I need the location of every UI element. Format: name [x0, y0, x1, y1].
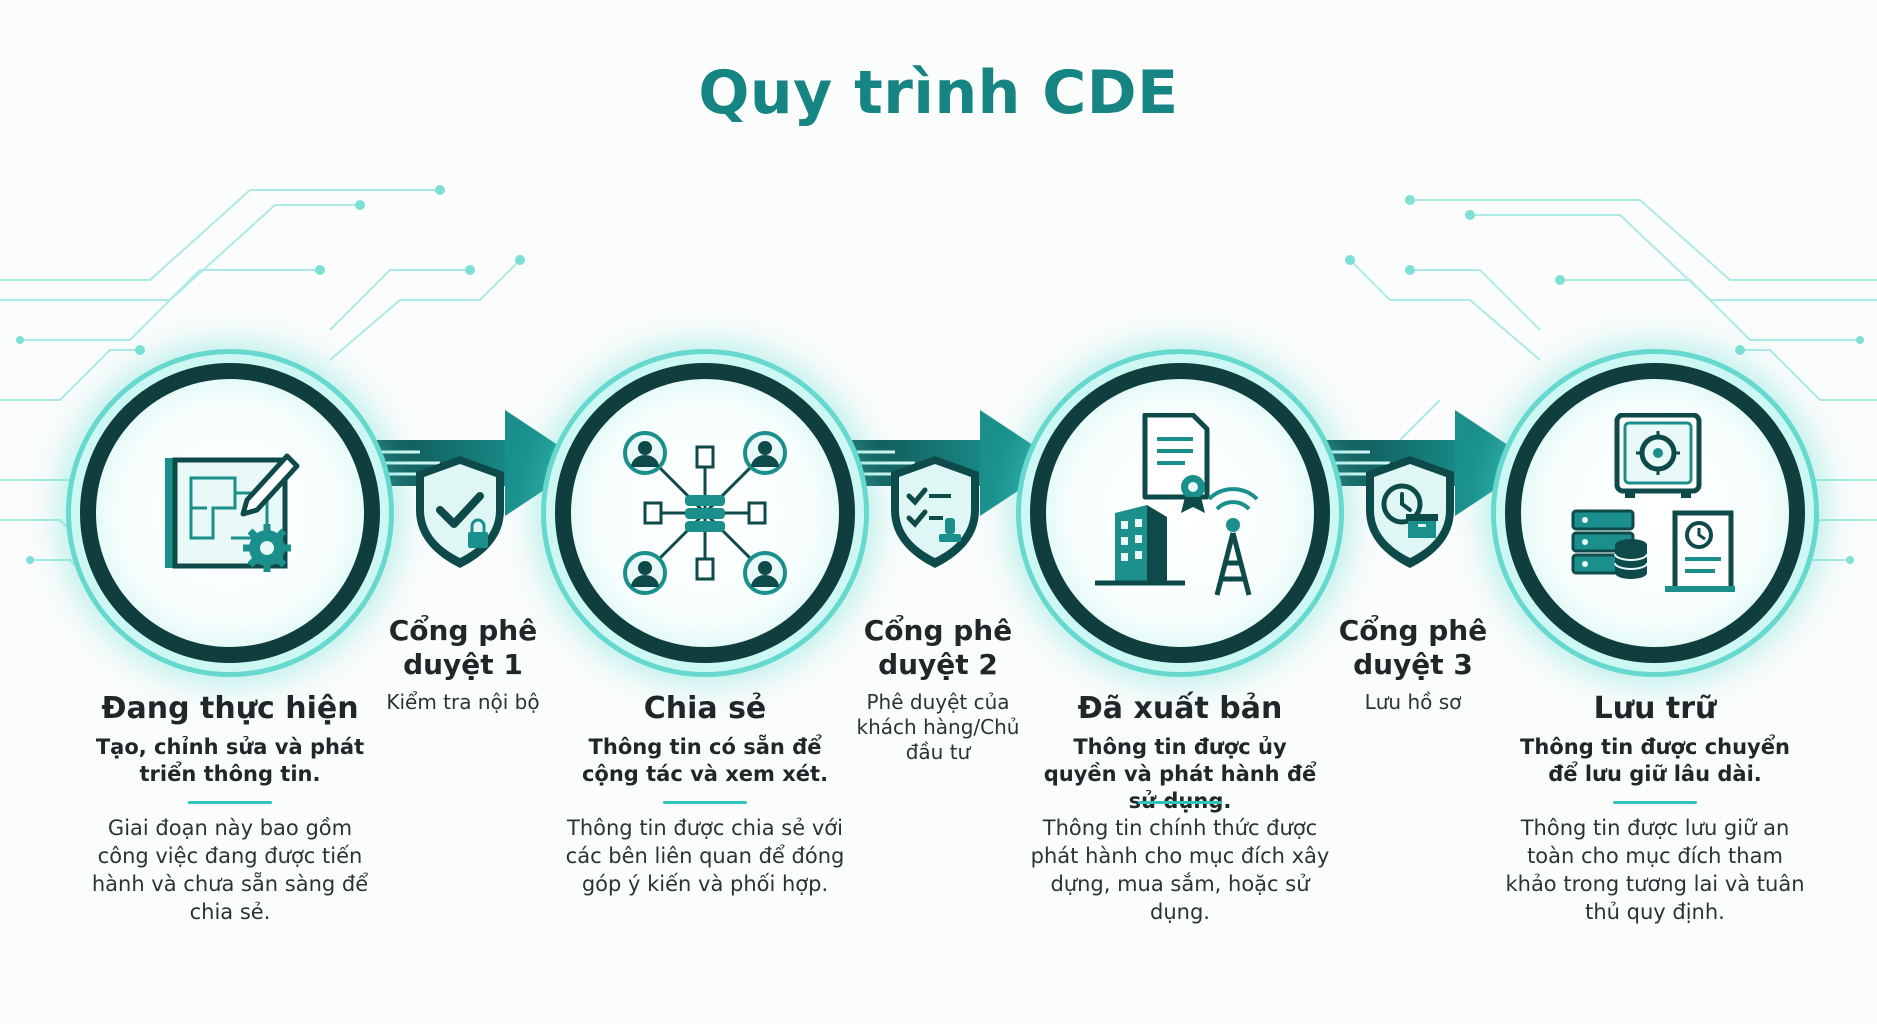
- shield-check-lock-icon: [416, 456, 504, 568]
- shield-clock-box-icon: [1366, 456, 1454, 568]
- stage-name-shared: Chia sẻ: [643, 691, 767, 726]
- gate-name-1: Cổng phê duyệt 1: [388, 614, 538, 681]
- blueprint-edit-icon: [165, 453, 300, 572]
- gate-name-3: Cổng phê duyệt 3: [1338, 614, 1488, 681]
- stage-rule-in-progress: [188, 801, 272, 804]
- stage-rule-shared: [663, 801, 747, 804]
- stage-subtitle-shared: Thông tin có sẵn để cộng tác và xem xét.: [581, 735, 829, 786]
- stage-description-published: Thông tin chính thức được phát hành cho …: [1030, 816, 1330, 924]
- shield-checklist-stamp-icon: [891, 456, 979, 568]
- stage-subtitle-published: Thông tin được ủy quyền và phát hành để …: [1043, 735, 1317, 813]
- gate-description-2: Phê duyệt của khách hàng/Chủ đầu tư: [856, 690, 1020, 764]
- published-certificate-icon: [1095, 413, 1259, 596]
- gate-description-3: Lưu hồ sơ: [1364, 690, 1462, 714]
- stage-subtitle-archived: Thông tin được chuyển để lưu giữ lâu dài…: [1520, 735, 1790, 786]
- archive-vault-icon: [1571, 413, 1735, 592]
- stage-rule-published: [1138, 801, 1222, 804]
- stage-name-archived: Lưu trữ: [1593, 691, 1717, 726]
- gate-name-2: Cổng phê duyệt 2: [863, 614, 1013, 681]
- stage-name-published: Đã xuất bản: [1077, 691, 1283, 726]
- stage-name-in-progress: Đang thực hiện: [101, 691, 359, 726]
- stage-description-shared: Thông tin được chia sẻ với các bên liên …: [565, 816, 845, 896]
- stage-subtitle-in-progress: Tạo, chỉnh sửa và phát triển thông tin.: [95, 735, 365, 786]
- stage-description-in-progress: Giai đoạn này bao gồm công việc đang đượ…: [91, 816, 369, 924]
- stage-description-archived: Thông tin được lưu giữ an toàn cho mục đ…: [1505, 816, 1805, 924]
- collaboration-network-icon: [623, 431, 787, 595]
- stage-rule-archived: [1613, 801, 1697, 804]
- gate-description-1: Kiểm tra nội bộ: [386, 690, 540, 714]
- page-title: Quy trình CDE: [698, 58, 1179, 128]
